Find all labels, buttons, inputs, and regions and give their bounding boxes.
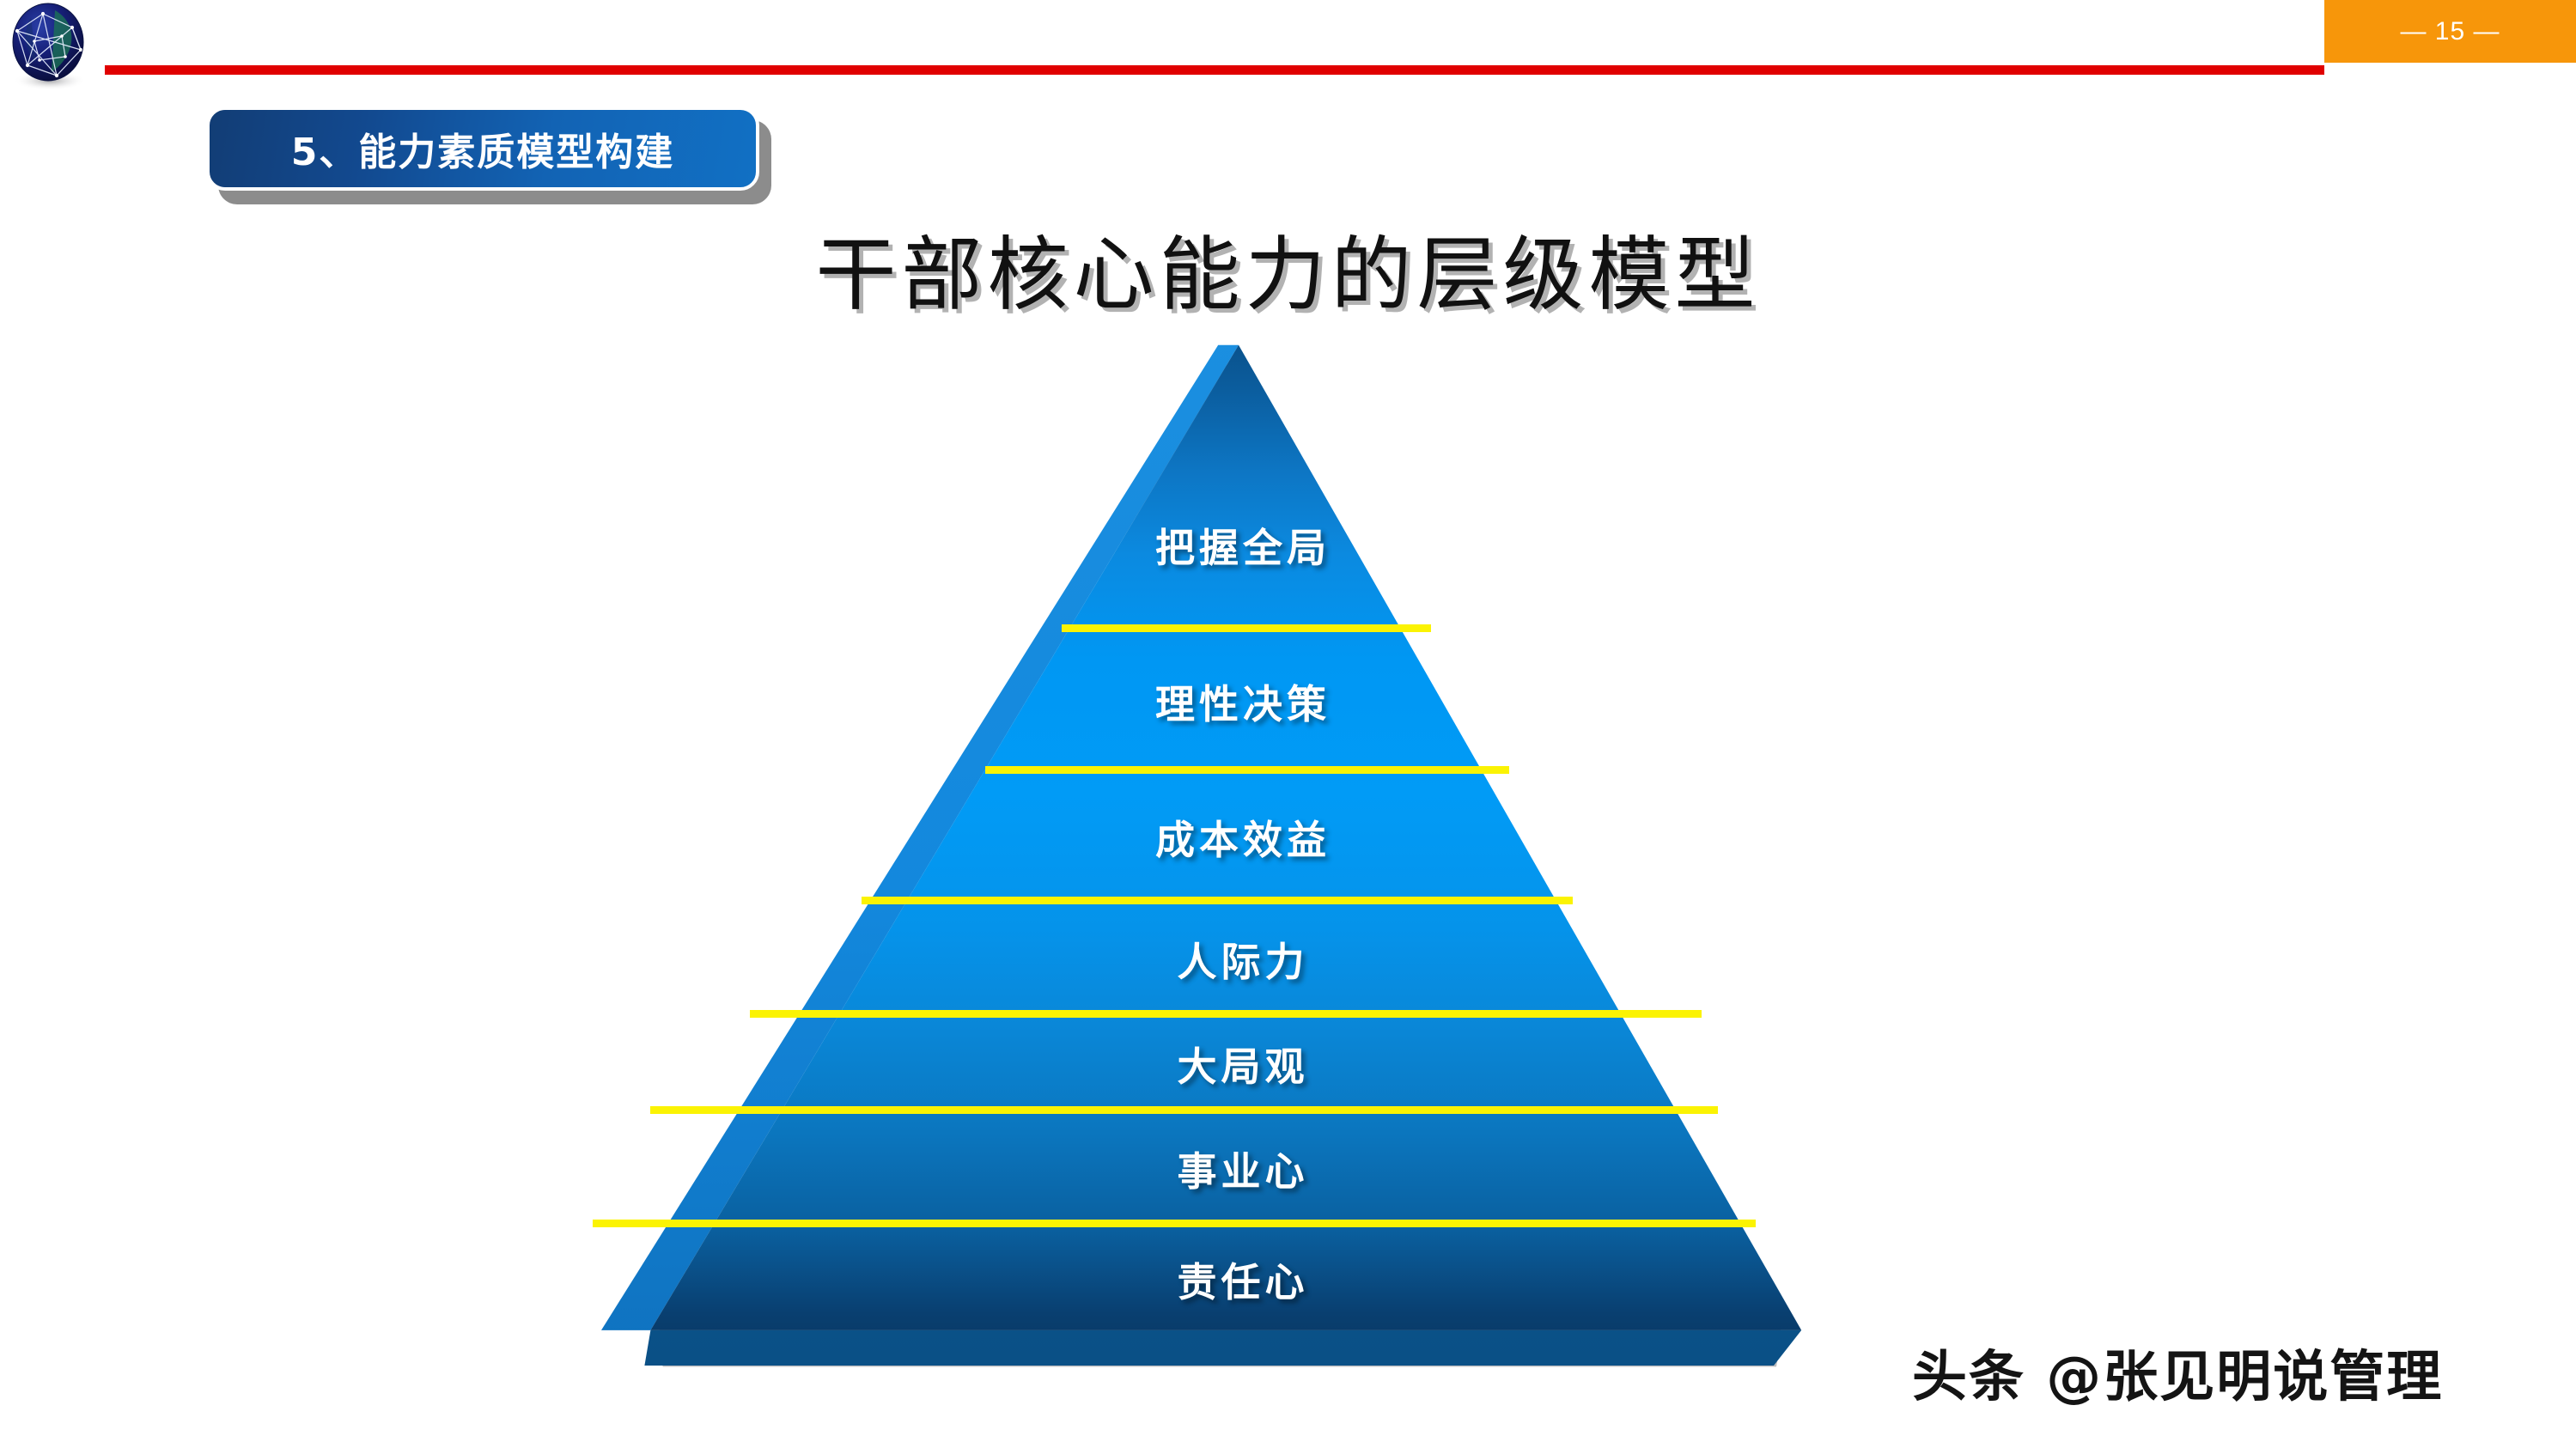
section-badge-label: 5、能力素质模型构建 — [290, 131, 675, 174]
pyramid-level-1-label: 把握全局 — [1155, 525, 1331, 572]
globe-network-icon — [5, 2, 101, 91]
header-red-rule — [105, 65, 2324, 75]
pyramid-level-7-label: 责任心 — [1177, 1258, 1309, 1305]
page-title: 干部核心能力的层级模型 — [815, 228, 1761, 322]
page-number-badge: — 15 — — [2324, 0, 2576, 63]
pyramid-divider-4 — [750, 1010, 1702, 1018]
watermark-credit: 头条 @张见明说管理 — [1912, 1346, 2444, 1409]
pyramid-level-4-label: 人际力 — [1177, 939, 1309, 985]
pyramid-divider-6 — [593, 1220, 1756, 1227]
capability-pyramid-chart: 把握全局 理性决策 成本效益 人际力 大局观 事业心 责任心 — [593, 326, 1873, 1391]
pyramid-divider-2 — [985, 766, 1509, 774]
section-badge[interactable]: 5、能力素质模型构建 — [206, 106, 759, 191]
pyramid-divider-1 — [1062, 624, 1431, 632]
pyramid-base-slab — [644, 1329, 1802, 1366]
pyramid-divider-5 — [650, 1106, 1718, 1114]
slide-header: — 15 — — [0, 0, 2576, 103]
pyramid-level-2-label: 理性决策 — [1155, 680, 1331, 727]
pyramid-level-3-label: 成本效益 — [1155, 817, 1331, 863]
pyramid-divider-3 — [862, 897, 1573, 904]
pyramid-level-6-label: 事业心 — [1177, 1148, 1309, 1195]
pyramid-level-5-label: 大局观 — [1177, 1043, 1309, 1090]
